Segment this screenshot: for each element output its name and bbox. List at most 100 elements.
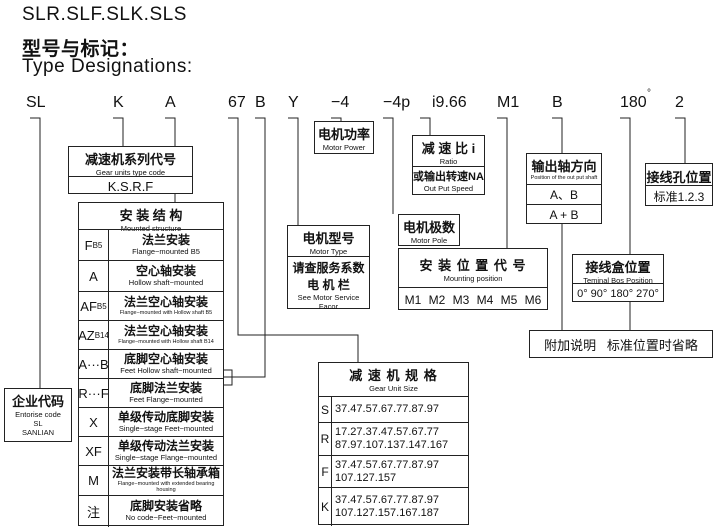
cable-hole-cn: 接线孔位置 (646, 170, 712, 185)
motor-power-box: 电机功率 Motor Power (314, 121, 374, 154)
mounting-desc-cn: 单级传动法兰安装 (117, 438, 214, 453)
mount-pos-m3: M3 (452, 292, 470, 307)
mounting-code: A···B (78, 350, 109, 378)
gear-size-code: F (319, 456, 332, 487)
gear-size-values: 37.47.57.67.77.87.97 (335, 403, 439, 415)
mounting-code-sub: B5 (96, 301, 107, 311)
mounting-code: 注 (79, 496, 109, 527)
terminal-box-values: 0° 90° 180° 270° (573, 283, 663, 303)
gear-size-values: 87.97.107.137.147.167 (335, 439, 449, 451)
mounting-code-text: 注 (86, 505, 100, 520)
ratio-en: Ratio (439, 157, 458, 166)
motor-type-en: Motor Type (309, 247, 348, 256)
token-ratio: i9.66 (432, 94, 467, 111)
motor-pole-en: Motor Pole (410, 236, 448, 245)
mounting-code-sub: B5 (92, 240, 103, 250)
token-mount-pos: M1 (497, 94, 520, 111)
ratio-speed-cn: 或输出转速NA (413, 171, 484, 183)
enterprise-code-en: Entorise code (15, 410, 61, 419)
output-shaft-option-2: A + B (527, 204, 601, 225)
output-shaft-box: 输出轴方向 Position of the out put shaft A、B … (526, 153, 602, 224)
model-series-title: SLR.SLF.SLK.SLS (22, 4, 187, 25)
gear-unit-size-subtitle: Gear Unit Size (369, 384, 418, 393)
mounting-code-text: F (84, 237, 93, 253)
token-power: −4 (331, 94, 350, 111)
mounting-code-text: M (88, 473, 99, 488)
motor-power-cn: 电机功率 (317, 127, 370, 142)
gear-size-code-text: K (320, 500, 329, 514)
mounting-code: A (79, 261, 109, 291)
mount-pos-m5: M5 (500, 292, 518, 307)
mounting-code-text: AZ (78, 327, 95, 343)
mounting-desc-cn: 法兰安装 (141, 232, 190, 247)
mounting-code-text: X (89, 414, 98, 430)
terminal-box-cn: 接线盒位置 (585, 260, 651, 275)
mounting-code-text: XF (85, 443, 102, 459)
motor-type-box: 电机型号 Motor Type 请查服务系数 电 机 栏 See Motor S… (287, 225, 370, 311)
mounting-desc-en: No code−Feet−mounted (125, 513, 207, 523)
token-y: Y (288, 94, 299, 111)
gear-size-code: K (319, 488, 332, 526)
mounting-code-text: A (89, 268, 98, 284)
mounting-position-cn: 安 装 位 置 代 号 (419, 258, 527, 273)
mounting-desc-cn: 法兰空心轴安装 (123, 294, 208, 309)
additional-note: 附加说明 标准位置时省略 (529, 330, 713, 358)
token-degree: ° (647, 88, 651, 99)
mounting-code-text: A···B (78, 356, 109, 372)
mounting-desc-en: Single−stage Flange−mounted (114, 452, 218, 462)
ratio-box: 减 速 比 i Ratio 或输出转速NA Out Put Speed (412, 135, 485, 195)
motor-type-note-cn1: 请查服务系数 (292, 261, 365, 275)
mounting-position-list: M1 M2 M3 M4 M5 M6 (399, 287, 547, 311)
mounting-code: XF (79, 437, 109, 465)
motor-type-note-cn2: 电 机 栏 (307, 278, 350, 292)
gear-unit-size-title: 减 速 机 规 格 (349, 368, 438, 383)
motor-power-en: Motor Power (322, 143, 366, 152)
mounting-position-en: Mounting position (443, 274, 503, 283)
gear-size-values: 107.127.157.167.187 (335, 507, 439, 519)
motor-type-cn: 电机型号 (302, 231, 355, 246)
mounting-desc-cn: 单级传动底脚安装 (117, 409, 214, 424)
mounting-code: X (79, 408, 109, 436)
mounting-desc-en: Flange−mounted with extended bearing hou… (117, 481, 215, 494)
mounting-desc-en: Flange−mounted with Hollow shaft B14 (118, 338, 214, 345)
output-shaft-option-1: A、B (527, 184, 601, 204)
token-pole: −4p (383, 94, 411, 111)
cable-hole-box: 接线孔位置 标准1.2.3 (645, 163, 713, 206)
gear-size-values: 107.127.157 (335, 471, 397, 484)
gear-series-en: Gear units type code (95, 168, 166, 177)
gear-series-cn: 减速机系列代号 (84, 152, 176, 167)
mounting-position-box: 安 装 位 置 代 号 Mounting position M1 M2 M3 M… (398, 248, 548, 310)
mount-pos-m6: M6 (524, 292, 542, 307)
token-k: K (113, 94, 124, 111)
gear-size-values: 17.27.37.47.57.67.77 (335, 426, 439, 438)
terminal-box-position-box: 接线盒位置 Teminal Bos Position 0° 90° 180° 2… (572, 254, 664, 302)
token-cable: 2 (675, 94, 684, 111)
motor-pole-cn: 电机极数 (402, 220, 455, 235)
mounting-desc-cn: 法兰空心轴安装 (123, 323, 208, 338)
output-shaft-en: Position of the out put shaft (530, 175, 598, 181)
terminal-box-en: Teminal Bos Position (583, 276, 653, 285)
gear-size-values: 37.47.57.67.77.87.97 (335, 494, 439, 506)
gear-series-box: 减速机系列代号 Gear units type code K.S.R.F (68, 146, 193, 194)
